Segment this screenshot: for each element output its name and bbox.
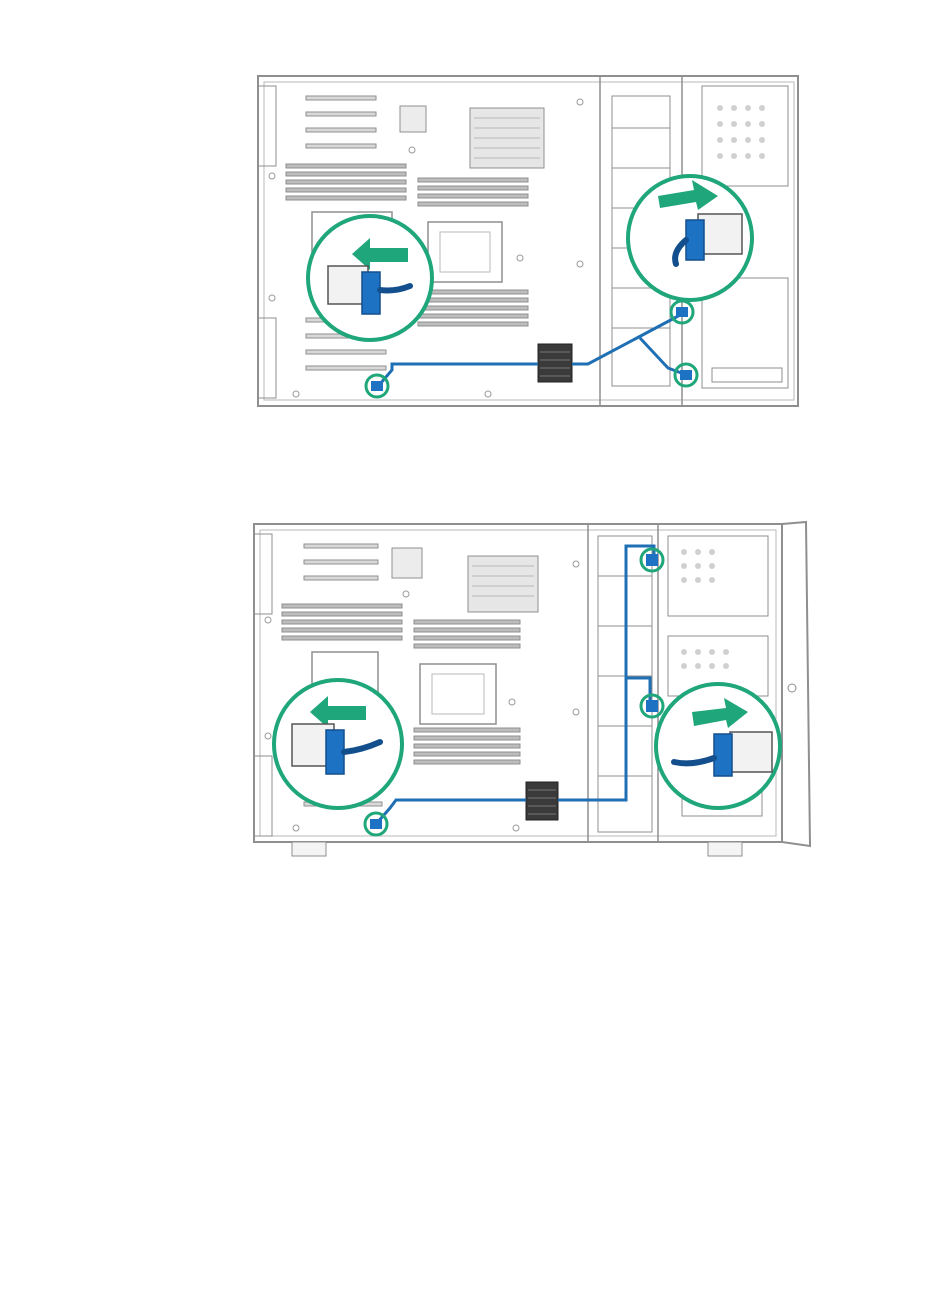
sas-cable-segment-main — [380, 364, 538, 384]
sas-cable-segment-upper-branch — [558, 546, 654, 800]
sas-cable-segment-main — [376, 800, 526, 824]
foot-left — [292, 842, 326, 856]
cpu-socket-2 — [428, 222, 502, 282]
bmc-chip — [392, 548, 422, 578]
rear-io-bracket-bottom — [258, 318, 276, 398]
chipset-heatsink — [468, 556, 538, 612]
connector-icon — [714, 734, 732, 776]
plug-body — [730, 732, 772, 772]
dimm-bank-right — [414, 620, 520, 648]
sas-cable-segment-middle-branch — [626, 678, 650, 702]
connector-icon — [362, 272, 380, 314]
rear-io-bracket-bottom — [254, 756, 272, 836]
psu-grille — [717, 105, 765, 159]
power-button-icon — [788, 684, 796, 692]
dimm-bank-lower — [414, 728, 520, 764]
bmc-chip — [400, 106, 426, 132]
rear-io-bracket-top — [258, 86, 276, 166]
server-diagram-bottom — [246, 516, 812, 860]
server-diagram-top — [250, 68, 802, 410]
foot-right — [708, 842, 742, 856]
bay-grille — [681, 549, 729, 669]
cpu-socket-2-inner — [440, 232, 490, 272]
pcie-slots-top — [304, 544, 378, 580]
chassis-top-view-1 — [250, 68, 802, 410]
chassis-top-view-2 — [246, 516, 812, 860]
rear-io-bracket-top — [254, 534, 272, 614]
callout-disconnect-left — [308, 216, 432, 340]
cpu-socket-2-inner — [432, 674, 484, 714]
front-bezel — [782, 522, 810, 846]
dimm-bank-center — [418, 178, 528, 206]
callout-connect-right — [656, 684, 780, 808]
dimm-bank-left — [282, 604, 402, 640]
dimm-bank-left — [286, 164, 406, 200]
pcie-slots-top — [306, 96, 376, 148]
sas-cable-segment-upper-branch — [572, 314, 682, 364]
endpoint-controller-port — [365, 813, 387, 835]
callout-disconnect-left — [274, 680, 402, 808]
endpoint-controller-port — [366, 375, 388, 397]
endpoint-drive-backplane-lower — [675, 364, 697, 386]
dimm-bank-lower — [418, 290, 528, 326]
cpu-socket-2 — [420, 664, 496, 724]
callout-connect-right — [628, 176, 752, 300]
